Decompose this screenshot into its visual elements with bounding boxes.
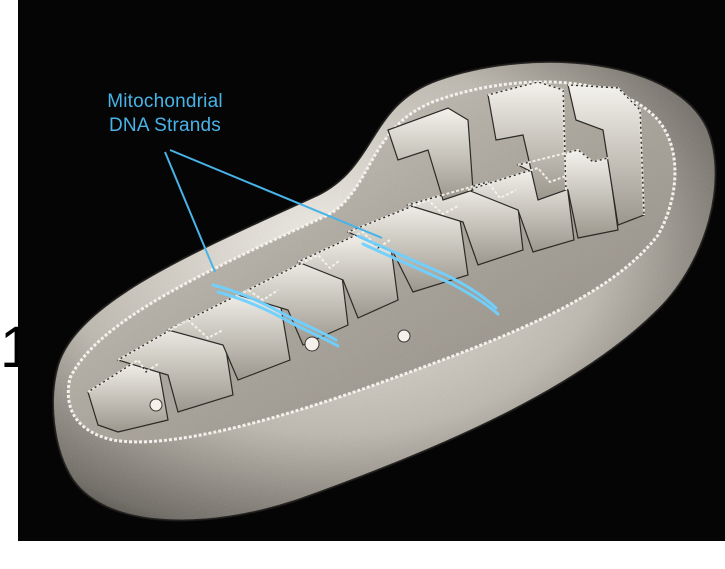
granule [305, 337, 319, 351]
dna-strands-label: Mitochondrial DNA Strands [90, 90, 240, 138]
mitochondrion-drawing [18, 0, 725, 541]
granule [398, 330, 410, 342]
granule [150, 399, 162, 411]
annotation-line-2: DNA Strands [90, 114, 240, 138]
mitochondrion-illustration: Mitochondrial DNA Strands [18, 0, 725, 541]
cropped-glyph: 1 [0, 319, 18, 377]
annotation-line-1: Mitochondrial [90, 90, 240, 114]
